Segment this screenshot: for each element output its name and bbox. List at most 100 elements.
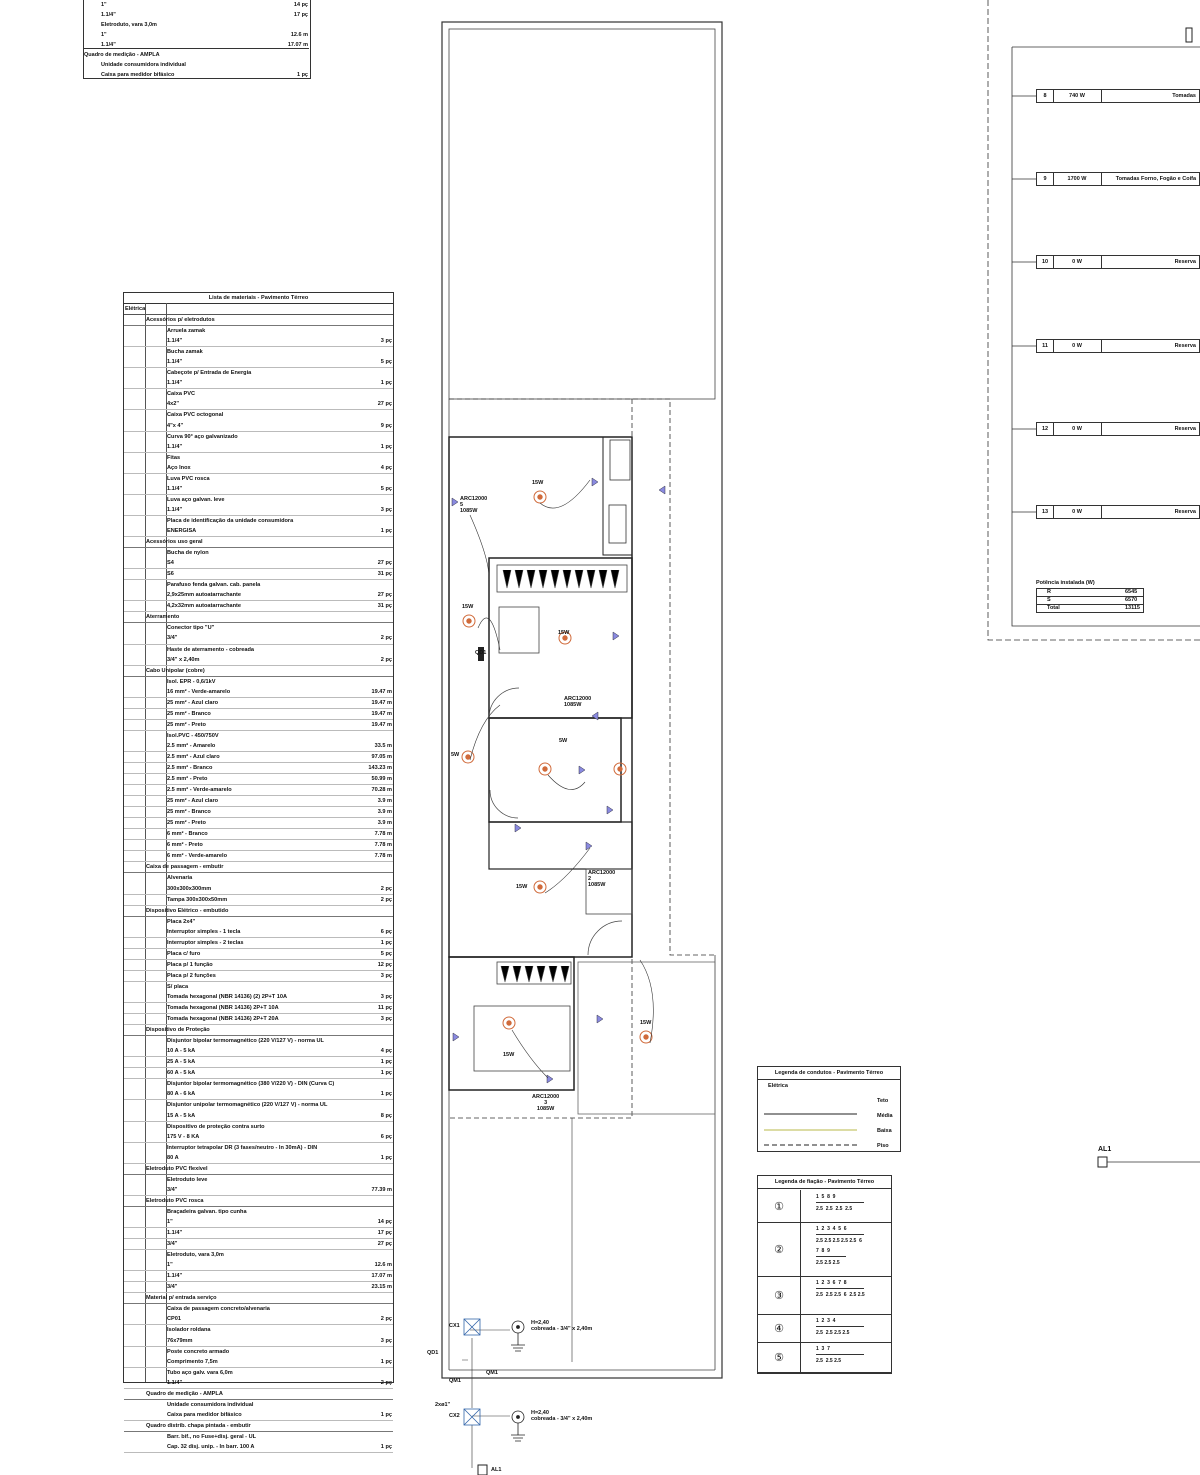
row-label: ENERGISA [167, 527, 197, 534]
table-row: Haste de aterramento - cobreada [124, 645, 393, 655]
row-qty: 12.6 m [290, 32, 308, 38]
row-qty: 14 pç [293, 2, 308, 8]
row-label: Dispositivo de proteção contra surto [167, 1123, 265, 1130]
light-label: 5W [559, 738, 568, 744]
table-row: 1"12.6 m [83, 30, 309, 40]
light-label: 15W [462, 604, 474, 610]
row-qty: 17.07 m [371, 1273, 392, 1280]
row-label: Cabo Unipolar (cobre) [146, 667, 205, 674]
row-label: Eletroduto PVC rosca [146, 1197, 204, 1204]
row-qty: 12 pç [377, 961, 392, 968]
row-label: Luva PVC rosca [167, 475, 210, 482]
table-row: Bucha de nylon [124, 548, 393, 558]
socket-icon [451, 477, 666, 1084]
row-label: 1.1/4" [167, 1230, 183, 1237]
wiring-legend-nums2: 7 8 9 [816, 1248, 830, 1254]
circuit-number: 9 [1037, 173, 1054, 185]
table-row: Luva aço galvan. leve [124, 495, 393, 505]
row-qty: 27 pç [377, 1241, 392, 1248]
row-label: 1.1/4" [167, 338, 183, 345]
porch [577, 961, 716, 1115]
row-qty: 3 pç [380, 972, 392, 979]
circuit-power: 0 W [1053, 423, 1102, 435]
row-label: 25 mm² - Branco [167, 710, 211, 717]
table-row: Cabeçote p/ Entrada de Energia [124, 368, 393, 378]
row-label: Eletroduto leve [167, 1176, 208, 1183]
table-row: 3/4"27 pç [124, 1239, 393, 1251]
row-label: 25 mm² - Preto [167, 721, 206, 728]
row-label: 76x79mm [167, 1337, 193, 1344]
row-label: 3/4" x 2,40m [167, 656, 200, 663]
row-qty: 11 pç [378, 1005, 392, 1012]
row-label: Dispositivo Elétrico - embutido [146, 907, 229, 914]
row-label: Material p/ entrada serviço [146, 1295, 217, 1302]
table-row: Cabo Unipolar (cobre) [124, 666, 393, 677]
row-label: 1" [101, 2, 107, 8]
row-qty: 2 pç [380, 656, 392, 663]
row-label: S6 [167, 571, 174, 578]
table-row: Interruptor tetrapolar DR (3 fases/neutr… [124, 1143, 393, 1153]
wiring-legend-nums: 1 5 8 9 [816, 1194, 836, 1200]
wire-symbol-icon [816, 1354, 864, 1355]
row-label: 3/4" [167, 1284, 178, 1291]
row-label: Placa p/ 2 funções [167, 972, 216, 979]
closet [585, 868, 633, 915]
potencia-key: S [1047, 597, 1051, 603]
panel-boundary [987, 0, 1200, 641]
circuit-power: 0 W [1053, 256, 1102, 268]
circuit-power: 0 W [1053, 506, 1102, 518]
wiring-legend-nums: 1 3 7 [816, 1346, 830, 1352]
row-label: Conector tipo "U" [167, 625, 215, 632]
circuit-number: 11 [1037, 340, 1054, 352]
table-row: Caixa de passagem - embutir [124, 862, 393, 874]
box-label: CX1 [449, 1323, 460, 1329]
row-label: 60 A - 5 kA [167, 1070, 196, 1077]
table-row: Conector tipo "U" [124, 623, 393, 633]
row-label: Elétrica [125, 306, 146, 312]
row-label: Tubo aço galv. vara 6,0m [167, 1369, 233, 1376]
table-row: Dispositivo Elétrico - embutido [124, 906, 393, 917]
row-label: Arruela zamak [167, 328, 206, 335]
row-label: 4"x 4" [167, 422, 184, 429]
conduit-legend-group: Elétrica [768, 1083, 788, 1089]
wire-symbol-icon [816, 1202, 864, 1203]
table-row: Eletroduto leve [124, 1175, 393, 1185]
potencia-value: 13115 [1125, 605, 1140, 611]
breaker-icon [1185, 27, 1193, 43]
table-row: Elétrica [124, 304, 393, 316]
row-label: Acessórios uso geral [146, 539, 203, 546]
table-row: Material p/ entrada serviço [124, 1293, 393, 1305]
row-label: Isol. EPR - 0,6/1kV [167, 678, 216, 685]
row-label: 2.5 mm² - Amarelo [167, 742, 216, 749]
legend-piso: Piso [877, 1143, 889, 1149]
row-label: 6 mm² - Branco [167, 831, 208, 838]
row-qty: 1 pç [380, 1154, 392, 1161]
wiring-legend-sec2: 2.5 2.5 2.5 [816, 1260, 840, 1266]
table-row: Eletroduto PVC flexível [124, 1164, 393, 1175]
row-label: 1.1/4" [167, 1379, 183, 1386]
table-row: Fitas [124, 453, 393, 463]
row-label: Dispositivo de Proteção [146, 1027, 210, 1034]
lot-outline [441, 21, 723, 1379]
row-label: 6 mm² - Verde-amarelo [167, 853, 228, 860]
